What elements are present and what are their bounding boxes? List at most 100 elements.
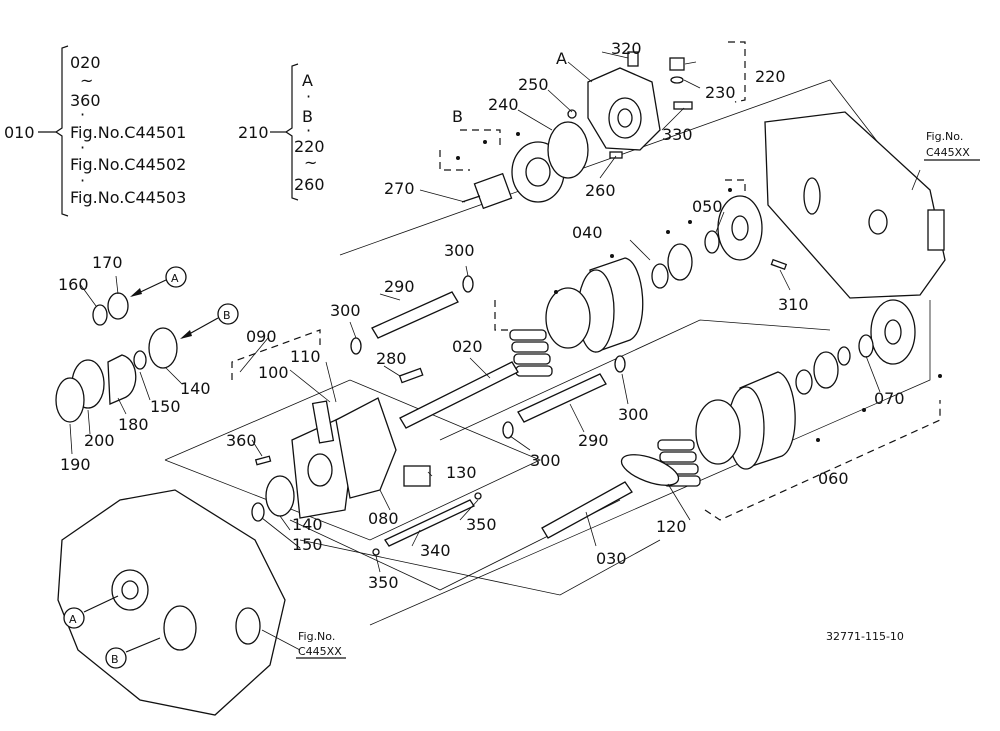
bracket-060 [704, 400, 941, 521]
label-190: 190 [60, 455, 91, 474]
legend-010-fig2: Fig.No.C44502 [70, 155, 186, 174]
part-retainer-plate [545, 287, 591, 349]
label-220: 220 [755, 67, 786, 86]
part-360-pin [254, 455, 272, 466]
label-350-a: 350 [466, 515, 497, 534]
figref-bottom-label: Fig.No. [298, 630, 335, 643]
label-030: 030 [596, 549, 627, 568]
left-seal-group [55, 292, 178, 423]
legend-210-a: A [302, 71, 313, 90]
label-340: 340 [420, 541, 451, 560]
part-spring-060 [813, 351, 839, 389]
label-110: 110 [290, 347, 321, 366]
legend-010-range-end: 360 [70, 91, 101, 110]
part-110-pin [311, 400, 335, 444]
label-a: A [556, 49, 567, 68]
label-b: B [452, 107, 463, 126]
part-080-plate [335, 397, 397, 499]
part-150-ring-a [133, 350, 147, 370]
label-290-b: 290 [578, 431, 609, 450]
label-300-d: 300 [530, 451, 561, 470]
part-260-pin [609, 151, 623, 159]
part-140-bearing-a [148, 327, 178, 369]
part-320-bolt [627, 51, 639, 67]
label-080: 080 [368, 509, 399, 528]
part-290-pipe-top [371, 291, 459, 339]
part-340-rod [384, 499, 475, 547]
legend-010-dot1: · [80, 105, 85, 124]
part-300-oring-c [614, 355, 626, 373]
part-310-pin [770, 258, 788, 271]
figref-top-code: C445XX [926, 146, 970, 159]
label-120: 120 [656, 517, 687, 536]
label-150-a: 150 [150, 397, 181, 416]
cylinder-group-060 [620, 299, 942, 487]
legend-010-tilde: ~ [80, 71, 93, 90]
label-270: 270 [384, 179, 415, 198]
callout-b-bottom [105, 647, 127, 669]
callout-b-bottom-label: B [111, 653, 119, 666]
callout-a-bottom [63, 607, 85, 629]
part-230-oring [670, 76, 684, 84]
part-150-ring-b [251, 502, 265, 522]
part-160-ring [92, 304, 108, 326]
label-280: 280 [376, 349, 407, 368]
part-130-cap [403, 465, 431, 487]
part-270-impeller [473, 172, 513, 210]
label-260: 260 [585, 181, 616, 200]
label-330: 330 [662, 125, 693, 144]
label-020: 020 [452, 337, 483, 356]
front-housing [57, 489, 286, 716]
pump-group-b [456, 121, 589, 210]
label-320: 320 [611, 39, 642, 58]
label-070: 070 [874, 389, 905, 408]
bracket-040-right [725, 179, 746, 200]
leader-lines [69, 51, 980, 659]
part-140-bearing-b [265, 475, 295, 517]
part-front-housing [57, 489, 286, 716]
label-140-b: 140 [292, 515, 323, 534]
part-280-bolt [398, 367, 424, 384]
label-180: 180 [118, 415, 149, 434]
label-300-c: 300 [618, 405, 649, 424]
part-300-oring-a [462, 275, 474, 293]
label-360: 360 [226, 431, 257, 450]
callout-a-top-label: A [171, 272, 179, 285]
cylinder-group-040 [509, 188, 763, 377]
legend-010: 010 020 ~ 360 · Fig.No.C44501 · Fig.No.C… [4, 45, 186, 217]
label-210: 210 [238, 123, 269, 142]
part-retainer-plate-060 [695, 399, 741, 465]
legend-210-b: B [302, 107, 313, 126]
label-350-b: 350 [368, 573, 399, 592]
label-300-a: 300 [444, 241, 475, 260]
legend-010-bracket [54, 45, 69, 217]
label-040: 040 [572, 223, 603, 242]
label-290-a: 290 [384, 277, 415, 296]
callout-a-top [165, 266, 187, 288]
figure-references: Fig.No. C445XX Fig.No. C445XX [298, 130, 970, 658]
label-060: 060 [818, 469, 849, 488]
callout-a-bottom-label: A [69, 613, 77, 626]
part-240-oring [547, 121, 589, 179]
legend-010-range-start: 020 [70, 53, 101, 72]
label-200: 200 [84, 431, 115, 450]
part-300-oring-b [350, 337, 362, 355]
legend-210-dot1: · [306, 87, 311, 106]
callout-b-top-label: B [223, 309, 231, 322]
part-labels: 320 A 220 250 230 240 B 330 260 270 040 … [58, 39, 905, 592]
label-150-b: 150 [292, 535, 323, 554]
legend-210-dot2: · [306, 121, 311, 140]
label-160: 160 [58, 275, 89, 294]
part-350-ring-b [372, 548, 380, 556]
part-port-block [927, 209, 945, 251]
part-plug [669, 57, 685, 71]
bracket-group-b-top [460, 129, 501, 145]
drawing-number: 32771-115-10 [826, 630, 904, 643]
part-rear-housing [764, 111, 946, 299]
legend-010-fig3: Fig.No.C44503 [70, 188, 186, 207]
part-330-bolt [673, 101, 693, 110]
figref-bottom-code: C445XX [298, 645, 342, 658]
legend-010-fig1: Fig.No.C44501 [70, 123, 186, 142]
legend-010-dot3: · [80, 171, 85, 190]
